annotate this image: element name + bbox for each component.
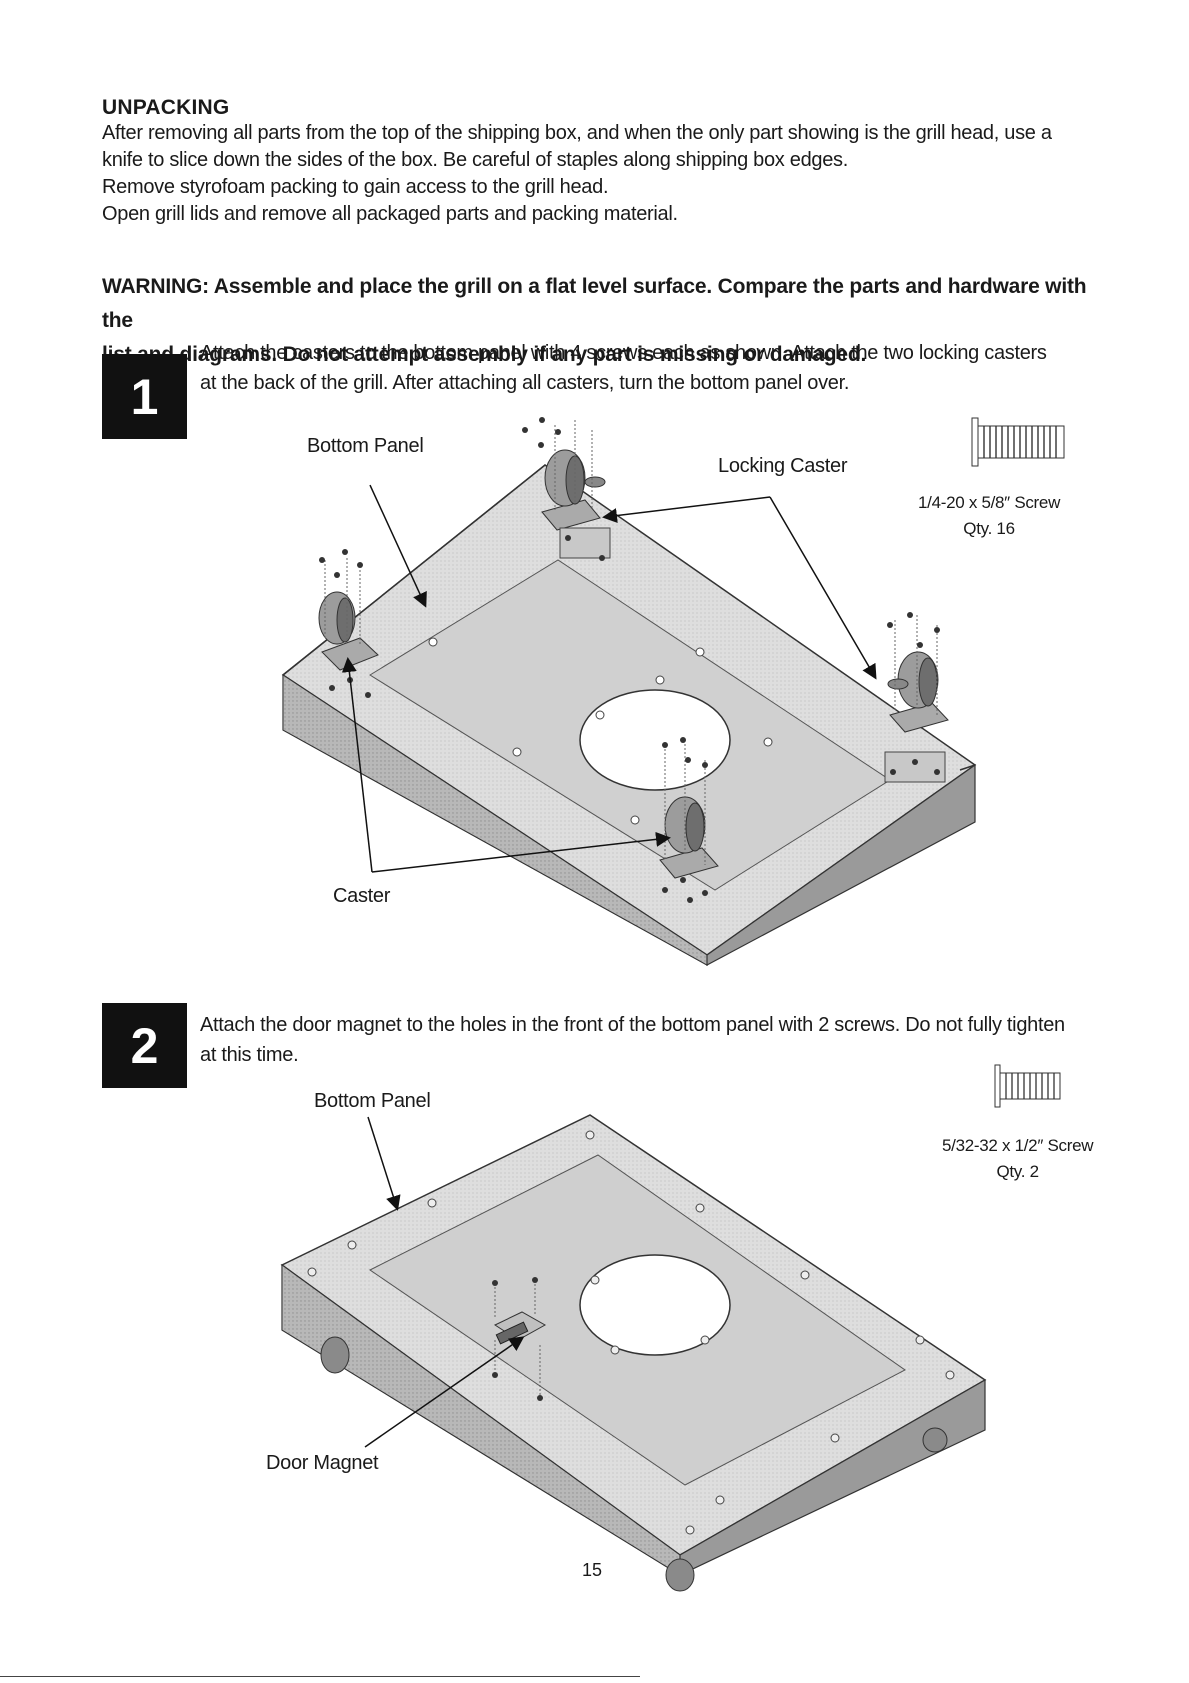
unpacking-line-3: Remove styrofoam packing to gain access … (102, 176, 609, 198)
bottom-panel-step1 (281, 464, 977, 967)
step-1-line-2: at the back of the grill. After attachin… (200, 372, 850, 394)
leader-locking-caster-a (602, 496, 771, 524)
step-1-line-1: Attach the casters to the bottom panel w… (200, 342, 1047, 364)
step-2-line-1: Attach the door magnet to the holes in t… (200, 1014, 1065, 1036)
warning-line-2: list and diagrams. Do not attempt assemb… (102, 343, 867, 366)
step-2-badge: 2 (102, 1003, 187, 1088)
label-door-magnet: Door Magnet (266, 1452, 379, 1474)
leader-caster-a (341, 657, 373, 873)
leader-bottom-panel-2 (367, 1116, 401, 1211)
hardware-spec-2: 5/32-32 x 1/2″ Screw Qty. 2 (942, 1133, 1094, 1185)
label-locking-caster: Locking Caster (718, 455, 848, 477)
screws-step1 (319, 417, 940, 903)
label-bottom-panel-2: Bottom Panel (314, 1090, 431, 1112)
step-1-instructions: Attach the casters to the bottom panel w… (200, 338, 1100, 398)
locking-caster-right (884, 615, 949, 783)
hardware-spec-2-size: 5/32-32 x 1/2″ Screw (942, 1136, 1094, 1155)
caster-front (659, 740, 719, 879)
locking-caster-back (541, 420, 611, 559)
warning-block: WARNING: Assemble and place the grill on… (102, 270, 1102, 372)
label-caster: Caster (333, 885, 391, 907)
label-bottom-panel-1: Bottom Panel (307, 435, 424, 457)
leader-locking-caster-b (769, 496, 877, 680)
unpacking-heading: UNPACKING (102, 96, 230, 119)
door-magnet (492, 1277, 547, 1401)
hardware-spec-2-qty: Qty. 2 (996, 1162, 1039, 1181)
screw-icon (971, 417, 1065, 467)
hardware-spec-1-qty: Qty. 16 (963, 519, 1015, 538)
hardware-spec-1: 1/4-20 x 5/8″ Screw Qty. 16 (918, 490, 1060, 542)
step-2-line-2: at this time. (200, 1044, 299, 1066)
caster-left (318, 558, 379, 671)
bottom-panel-step2 (280, 1114, 987, 1592)
step-1-badge: 1 (102, 354, 187, 439)
step-2-instructions: Attach the door magnet to the holes in t… (200, 1010, 1100, 1070)
unpacking-line-1: After removing all parts from the top of… (102, 122, 1052, 144)
screw-icon (994, 1064, 1061, 1108)
unpacking-line-2: knife to slice down the sides of the box… (102, 149, 849, 171)
hardware-spec-1-size: 1/4-20 x 5/8″ Screw (918, 493, 1061, 512)
page-number: 15 (582, 1560, 603, 1580)
warning-line-1: WARNING: Assemble and place the grill on… (102, 275, 1087, 332)
leader-door-magnet (364, 1336, 525, 1448)
unpacking-line-4: Open grill lids and remove all packaged … (102, 203, 678, 225)
leader-bottom-panel-1 (369, 484, 427, 608)
leader-caster-b (371, 831, 671, 873)
bottom-rule (0, 1676, 640, 1677)
